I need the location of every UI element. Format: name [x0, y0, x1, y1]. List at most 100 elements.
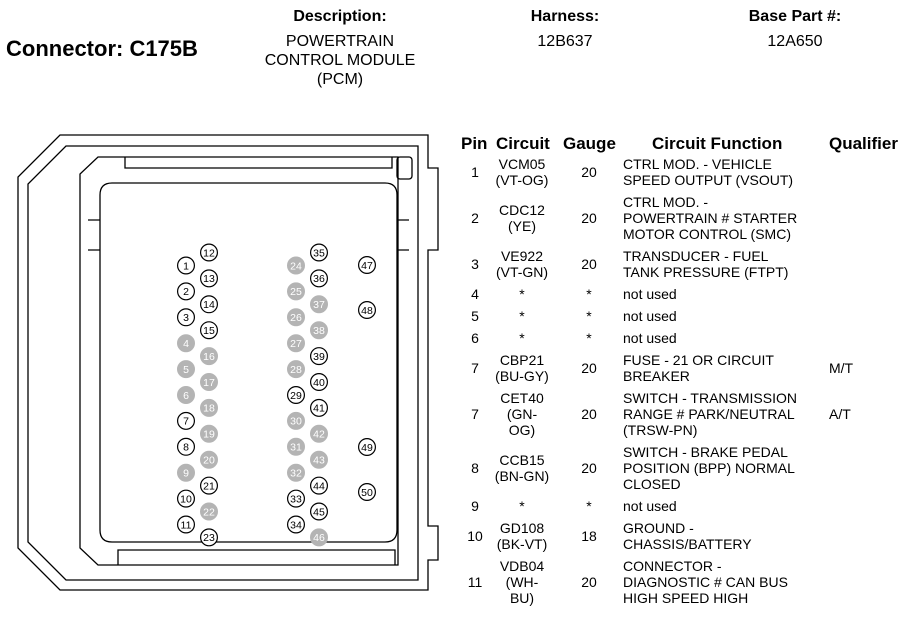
- pin-cell-line: 11: [467, 574, 483, 590]
- circuit-cell-line: VDB04: [499, 558, 545, 574]
- pin-cavity: [200, 295, 219, 314]
- pin-cavity: [200, 373, 219, 392]
- pin-number-label: 41: [313, 403, 325, 415]
- circuit-cell-line: CET40: [500, 390, 544, 406]
- pin-number-label: 20: [203, 455, 215, 467]
- circuit-cell: CET40(GN-OG): [488, 390, 556, 438]
- pin-27: 27: [287, 334, 306, 353]
- pin-number-label: 37: [313, 299, 325, 311]
- circuit-function-cell-line: SPEED OUTPUT (VSOUT): [623, 172, 794, 188]
- pin-cell: 1: [465, 164, 485, 180]
- circuit-cell-line: (VT-GN): [495, 264, 549, 280]
- pin-2: 2: [177, 282, 196, 301]
- description-value: POWERTRAIN CONTROL MODULE (PCM): [230, 32, 450, 89]
- pin-9: 9: [177, 463, 196, 482]
- pin-18: 18: [200, 398, 219, 417]
- pin-24: 24: [287, 256, 306, 275]
- circuit-cell-line: (BU-GY): [495, 368, 549, 384]
- pin-cavity: [287, 515, 306, 534]
- qualifier-cell: A/T: [829, 406, 889, 422]
- gauge-cell: 20: [572, 210, 606, 226]
- gauge-cell: *: [572, 498, 606, 514]
- pin-3: 3: [177, 308, 196, 327]
- gauge-cell-line: 20: [581, 256, 597, 272]
- pin-15: 15: [200, 321, 219, 340]
- pin-45: 45: [310, 502, 329, 521]
- pin-cell: 6: [465, 330, 485, 346]
- column-header-qualifier: Qualifier: [829, 134, 898, 153]
- pin-number-label: 15: [203, 325, 215, 337]
- pin-4: 4: [177, 334, 196, 353]
- circuit-cell: CBP21(BU-GY): [488, 352, 556, 384]
- pin-23: 23: [200, 528, 219, 547]
- circuit-function-cell-line: CLOSED: [623, 476, 681, 492]
- pin-cavity: [287, 334, 306, 353]
- pin-7: 7: [177, 411, 196, 430]
- pin-8: 8: [177, 437, 196, 456]
- gauge-cell-line: 20: [581, 406, 597, 422]
- pin-cavity: [287, 386, 306, 405]
- circuit-function-cell-line: FUSE - 21 OR CIRCUIT: [623, 352, 774, 368]
- pin-13: 13: [200, 269, 219, 288]
- circuit-function-cell-line: CHASSIS/BATTERY: [623, 536, 752, 552]
- pin-number-label: 16: [203, 351, 215, 363]
- pin-number-label: 23: [203, 532, 215, 544]
- pin-number-label: 38: [313, 325, 325, 337]
- pin-cell: 10: [465, 528, 485, 544]
- pin-cavity: [310, 373, 329, 392]
- gauge-cell-line: *: [586, 308, 592, 324]
- pin-33: 33: [287, 489, 306, 508]
- circuit-function-cell-line: DIAGNOSTIC # CAN BUS: [623, 574, 788, 590]
- pin-cavity: [177, 282, 196, 301]
- pin-number-label: 6: [183, 390, 189, 402]
- harness-value: 12B637: [537, 33, 593, 50]
- pin-cavity: [177, 360, 196, 379]
- pin-50: 50: [358, 483, 377, 502]
- pin-25: 25: [287, 282, 306, 301]
- pin-10: 10: [177, 489, 196, 508]
- circuit-cell-line: GD108: [499, 520, 545, 536]
- connector-housing-outline: [17, 134, 439, 591]
- pin-number-label: 8: [183, 442, 189, 454]
- circuit-function-cell-line: (TRSW-PN): [623, 422, 698, 438]
- circuit-function-cell: not used: [623, 286, 833, 302]
- circuit-function-cell-line: HIGH SPEED HIGH: [623, 590, 749, 606]
- pin-cell-line: 6: [471, 330, 479, 346]
- pin-cell: 5: [465, 308, 485, 324]
- circuit-cell: CDC12(YE): [488, 202, 556, 234]
- circuit-cell-line: VCM05: [498, 156, 546, 172]
- pin-number-label: 1: [183, 260, 189, 272]
- pin-31: 31: [287, 437, 306, 456]
- pin-cavity: [310, 269, 329, 288]
- gauge-cell: *: [572, 308, 606, 324]
- pin-38: 38: [310, 321, 329, 340]
- pin-20: 20: [200, 450, 219, 469]
- pin-number-label: 29: [290, 390, 302, 402]
- pin-cell-line: 7: [471, 406, 479, 422]
- pin-cavity: [177, 334, 196, 353]
- qualifier-cell: M/T: [829, 360, 889, 376]
- pin-cavity: [287, 308, 306, 327]
- pin-cavity: [287, 360, 306, 379]
- harness-label: Harness:: [530, 8, 600, 25]
- circuit-function-cell: not used: [623, 498, 833, 514]
- circuit-function-cell-line: SWITCH - TRANSMISSION: [623, 390, 797, 406]
- pin-cell: 2: [465, 210, 485, 226]
- pin-cell: 9: [465, 498, 485, 514]
- pin-16: 16: [200, 347, 219, 366]
- circuit-cell: *: [488, 330, 556, 346]
- connector-title: Connector: C175B: [6, 36, 198, 61]
- pin-cavity: [200, 243, 219, 262]
- circuit-cell-line: (BN-GN): [494, 468, 550, 484]
- pin-47: 47: [358, 256, 377, 275]
- circuit-function-cell-line: CTRL MOD. - VEHICLE: [623, 156, 772, 172]
- pin-cell-line: 3: [471, 256, 479, 272]
- pin-cavity: [177, 463, 196, 482]
- pin-43: 43: [310, 450, 329, 469]
- circuit-function-cell-line: TANK PRESSURE (FTPT): [623, 264, 789, 280]
